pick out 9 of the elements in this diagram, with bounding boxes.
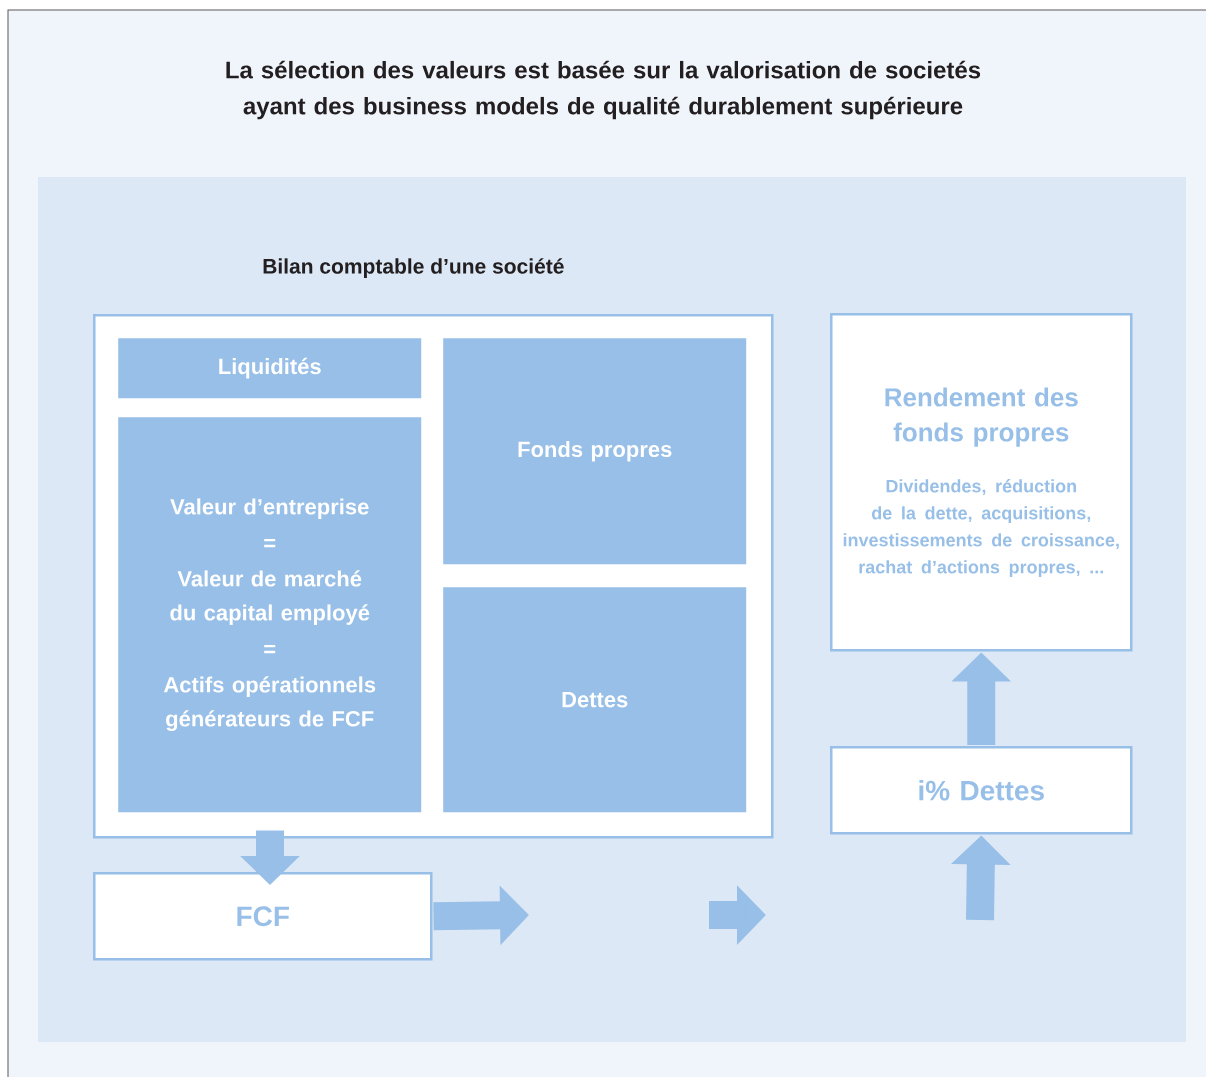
result-box: Rendement des fonds propres Dividendes, réduction de la dette, acquisitions, investissements de croissance, rachat d’actions propres, ... — [830, 313, 1133, 652]
liability-box: Fonds propres — [443, 338, 747, 565]
liability-box: Dettes — [443, 587, 747, 813]
asset-box: Valeur d’entreprise = Valeur de marché du capital employé = Actifs opérationnels générateurs de FCF — [118, 417, 422, 813]
section-heading: Bilan comptable d’une société — [263, 258, 564, 278]
title: La sélection des valeurs est basée sur la valorisation de societés ayant des business models de qualité durablement supérieure — [226, 60, 981, 120]
result-box: i% Dettes — [830, 746, 1133, 835]
asset-box: Liquidités — [118, 338, 422, 399]
result-box: FCF — [93, 872, 433, 961]
